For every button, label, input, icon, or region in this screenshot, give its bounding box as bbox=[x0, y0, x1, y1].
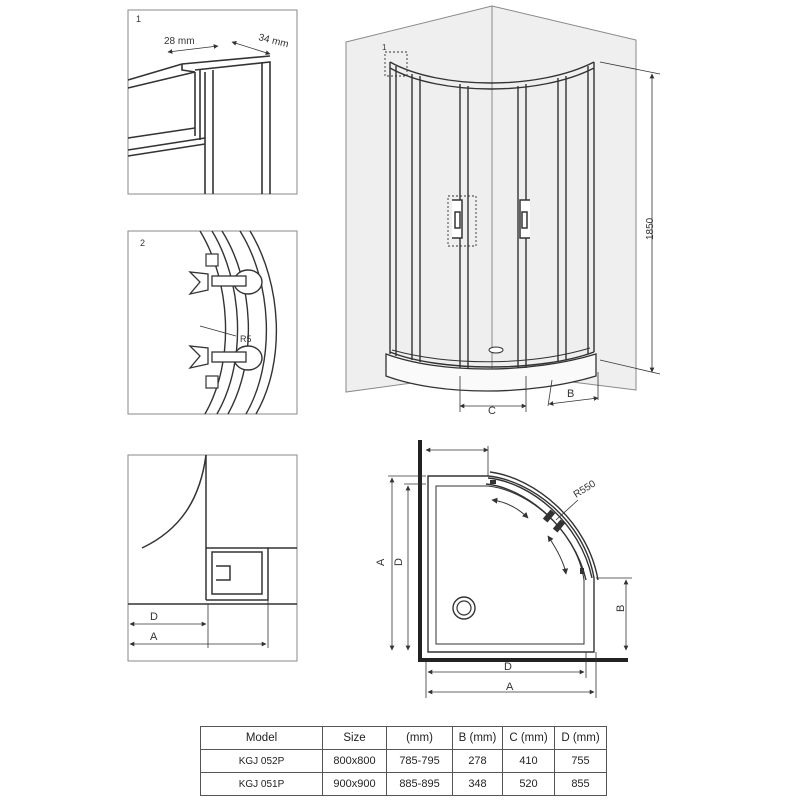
plan-label-a-left: A bbox=[375, 558, 387, 566]
detail-2-rollers: 2 R5 bbox=[127, 230, 298, 415]
detail-3-base: D A bbox=[127, 454, 298, 662]
table-row: KGJ 052P 800x800 785-795 278 410 755 bbox=[200, 749, 607, 773]
door-handles bbox=[452, 199, 530, 239]
elevation-callout-number: 1 bbox=[382, 43, 387, 52]
plan-walls bbox=[418, 440, 628, 662]
detail-2-angle-label: R5 bbox=[240, 334, 252, 344]
roller-bottom bbox=[188, 345, 263, 389]
detail-3-label-a: A bbox=[150, 631, 158, 643]
elevation-label-b: B bbox=[567, 388, 574, 400]
detail-1-callout-box bbox=[384, 51, 408, 77]
header-b-mm: B (mm) bbox=[452, 726, 503, 750]
plan-label-b-right: B bbox=[615, 605, 627, 612]
elevation-view: 1 1850 C B bbox=[345, 5, 661, 417]
drain bbox=[488, 346, 504, 354]
detail-1-number: 1 bbox=[136, 14, 141, 24]
header-c-mm: C (mm) bbox=[502, 726, 555, 750]
detail-1-profile: 1 28 mm 34 mm bbox=[127, 9, 298, 195]
cell-d: 855 bbox=[554, 772, 607, 796]
cell-a: 785-795 bbox=[386, 749, 453, 773]
header-model: Model bbox=[200, 726, 323, 750]
spec-table: Model Size (mm) B (mm) C (mm) D (mm) KGJ… bbox=[200, 726, 607, 796]
detail-2-number: 2 bbox=[140, 238, 145, 248]
cell-b: 348 bbox=[452, 772, 503, 796]
cell-c: 520 bbox=[502, 772, 555, 796]
right-wall bbox=[491, 5, 637, 391]
table-row: KGJ 051P 900x900 885-895 348 520 855 bbox=[200, 772, 607, 796]
shower-tray bbox=[385, 353, 597, 392]
detail-1-width-label: 28 mm bbox=[164, 36, 195, 47]
detail-3-label-d: D bbox=[150, 611, 158, 623]
plan-label-d-bottom: D bbox=[504, 661, 512, 673]
header-d-mm: D (mm) bbox=[554, 726, 607, 750]
plan-label-a-bottom: A bbox=[506, 681, 514, 693]
elevation-label-c: C bbox=[488, 405, 496, 417]
height-label: 1850 bbox=[645, 217, 656, 240]
roller-top bbox=[188, 253, 263, 296]
cell-model: KGJ 052P bbox=[200, 749, 323, 773]
cell-model: KGJ 051P bbox=[200, 772, 323, 796]
cell-size: 900x900 bbox=[322, 772, 387, 796]
header-a-mm: (mm) bbox=[386, 726, 453, 750]
enclosure-frame bbox=[389, 61, 595, 368]
header-size: Size bbox=[322, 726, 387, 750]
left-wall bbox=[345, 5, 493, 393]
cell-size: 800x800 bbox=[322, 749, 387, 773]
cell-b: 278 bbox=[452, 749, 503, 773]
cell-d: 755 bbox=[554, 749, 607, 773]
detail-2-callout-box bbox=[447, 195, 477, 247]
plan-door-handles bbox=[490, 480, 584, 574]
cell-a: 885-895 bbox=[386, 772, 453, 796]
plan-tray-inner bbox=[435, 485, 585, 645]
plan-label-d-left: D bbox=[393, 558, 405, 566]
plan-radius-label: R550 bbox=[572, 478, 598, 500]
plan-tray-outer bbox=[427, 475, 595, 653]
spec-table-header: Model Size (mm) B (mm) C (mm) D (mm) bbox=[200, 726, 607, 750]
cell-c: 410 bbox=[502, 749, 555, 773]
plan-view: R550 A D B D A bbox=[375, 440, 632, 698]
